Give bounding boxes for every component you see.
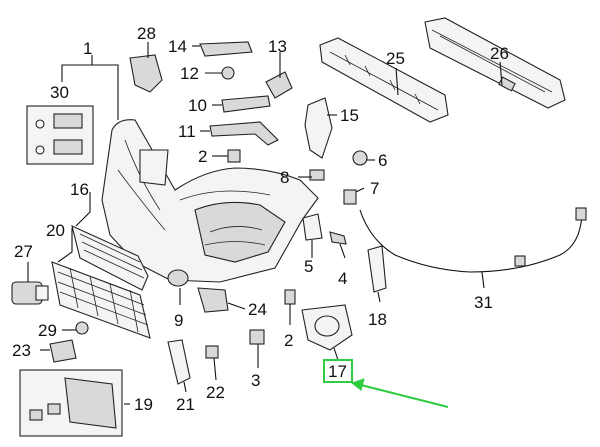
callout-8[interactable]: 8 [280,168,289,187]
callout-26[interactable]: 26 [490,44,509,63]
callout-1[interactable]: 1 [83,39,92,58]
callout-25[interactable]: 25 [386,49,405,68]
bracket-23[interactable] [49,339,77,363]
bracket-21[interactable] [167,339,191,385]
bracket-24[interactable] [197,287,229,313]
callout-12[interactable]: 12 [180,64,199,83]
clip-2-mid[interactable] [284,289,296,305]
leader-lines [27,42,503,405]
clip-kit-box [26,105,94,165]
callout-labels: 1 28 14 13 12 10 11 2 25 26 15 8 6 7 30 … [12,24,509,414]
callout-20[interactable]: 20 [46,221,65,240]
highlight-callout-17 [323,359,449,408]
fog-lamp-cover[interactable] [301,304,353,351]
clip-3[interactable] [249,329,265,345]
callout-27[interactable]: 27 [14,242,33,261]
bracket-18[interactable] [367,245,387,293]
highlight-box [323,359,353,383]
callout-15[interactable]: 15 [340,106,359,125]
license-plate-box [19,369,123,437]
callout-29[interactable]: 29 [38,321,57,340]
bumper-cover[interactable] [101,119,319,283]
energy-absorber[interactable] [319,37,449,123]
clip-7[interactable] [343,189,357,205]
bolt-22[interactable] [205,345,219,359]
callout-14[interactable]: 14 [168,37,187,56]
clip-2-top[interactable] [227,149,241,163]
callout-16[interactable]: 16 [70,180,89,199]
callout-31[interactable]: 31 [474,293,493,312]
callout-5[interactable]: 5 [304,257,313,276]
retainer-14[interactable] [199,41,253,57]
callout-2-top[interactable]: 2 [198,147,207,166]
bracket-28[interactable] [129,54,163,93]
callout-30[interactable]: 30 [50,83,69,102]
bolt-4[interactable] [329,231,347,245]
bracket-5[interactable] [302,213,323,241]
callout-7[interactable]: 7 [370,179,379,198]
callout-19[interactable]: 19 [134,395,153,414]
radiator-grille[interactable] [51,261,151,339]
callout-24[interactable]: 24 [248,300,267,319]
bracket-10[interactable] [221,95,271,113]
callout-10[interactable]: 10 [188,96,207,115]
cover-9[interactable] [167,269,189,287]
clip-12[interactable] [221,66,235,80]
bracket-15[interactable] [304,97,333,159]
callout-18[interactable]: 18 [368,310,387,329]
nut-6[interactable] [352,150,368,166]
highlight-arrow [356,383,449,408]
callout-2-mid[interactable]: 2 [284,331,293,350]
callout-23[interactable]: 23 [12,341,31,360]
bolt-8[interactable] [309,169,325,181]
callout-9[interactable]: 9 [174,311,183,330]
lower-grille[interactable] [71,225,149,291]
callout-21[interactable]: 21 [176,395,195,414]
callout-28[interactable]: 28 [137,24,156,43]
callout-4[interactable]: 4 [338,269,347,288]
callout-6[interactable]: 6 [378,151,387,170]
clip-29[interactable] [75,321,89,335]
callout-17[interactable]: 17 [328,362,347,381]
wire-harness[interactable] [359,207,587,273]
bracket-13[interactable] [265,71,293,99]
callout-3[interactable]: 3 [251,371,260,390]
sensor-27[interactable] [11,281,49,305]
bumper-reinforcement[interactable] [424,17,566,109]
callout-11[interactable]: 11 [178,122,196,141]
callout-13[interactable]: 13 [268,37,287,56]
arrow-head [350,378,365,391]
callout-22[interactable]: 22 [206,383,225,402]
bracket-11[interactable] [209,121,279,146]
